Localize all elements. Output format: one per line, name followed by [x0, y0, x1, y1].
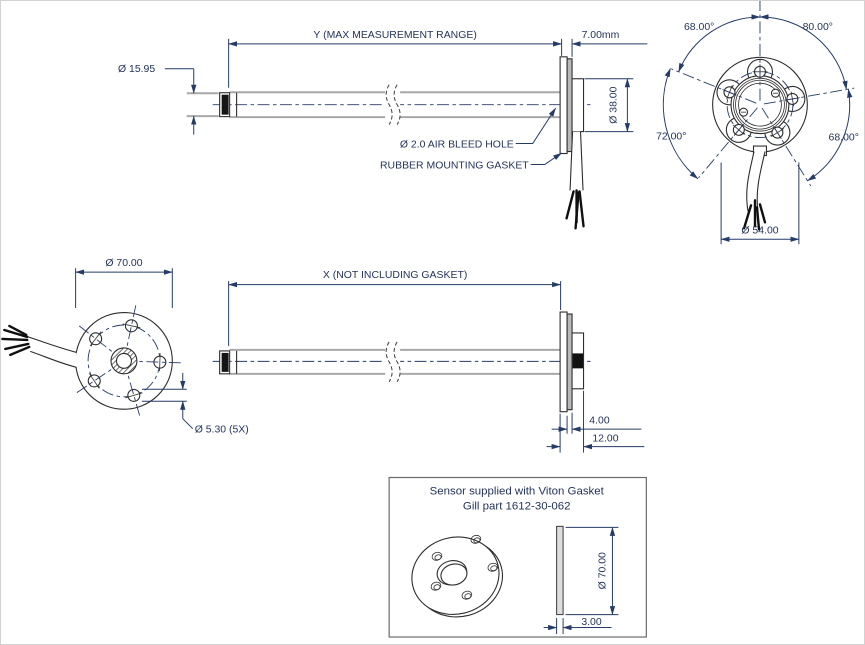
dim-flange-depth: 12.00 [592, 434, 618, 445]
gasket-holes [430, 534, 499, 600]
gasket-note-box: Sensor supplied with Viton Gasket Gill p… [388, 476, 647, 638]
dim-gasket-diameter: Ø 70.00 [597, 552, 608, 589]
dim-flange-thickness: 7.00mm [582, 30, 620, 41]
rubber-gasket [566, 313, 573, 411]
note-line-2: Gill part 1612-30-062 [463, 500, 571, 512]
wire-frayed-end [1, 324, 31, 357]
dim-body-diameter: Ø 38.00 [608, 86, 619, 123]
back-view: Ø 70.00 Ø 5.30 (5X) [1, 258, 249, 436]
dim-angle-right: 68.00° [829, 133, 859, 144]
dim-angle-left: 72.00° [656, 132, 686, 143]
bottom-side-view: X (NOT INCLUDING GASKET) 4.00 12.00 [212, 270, 645, 453]
rubber-gasket [566, 58, 573, 153]
label-rubber-gasket: RUBBER MOUNTING GASKET [380, 160, 529, 171]
dim-angle-top-right: 80.00° [803, 22, 833, 33]
cable-seal [572, 353, 584, 369]
dim-tip-diameter: Ø 15.95 [118, 64, 155, 75]
top-side-view: Ø 15.95 Y (MAX MEASUREMENT RANGE) 7.00mm… [118, 30, 648, 230]
dim-angle-top-left: 68.00° [684, 22, 714, 33]
dim-bolt-circle-diameter: Ø 54.00 [741, 225, 778, 236]
dim-gasket-thickness: 3.00 [581, 617, 602, 628]
gasket-side-view [556, 525, 564, 616]
note-line-1: Sensor supplied with Viton Gasket [430, 485, 605, 497]
dim-hole-diameter: Ø 5.30 (5X) [195, 425, 249, 436]
cable-frayed-end [742, 199, 767, 231]
front-view: 68.00° 80.00° 72.00° 68.00° Ø 54.00 [656, 1, 859, 245]
sensor-body [571, 78, 585, 133]
dim-measurement-range: Y (MAX MEASUREMENT RANGE) [313, 30, 476, 41]
label-air-bleed-hole: Ø 2.0 AIR BLEED HOLE [400, 140, 514, 151]
dim-gasket-outer-diameter: Ø 70.00 [105, 258, 142, 269]
cable-frayed-end [565, 189, 585, 230]
dim-gasket-thickness: 4.00 [589, 416, 610, 427]
gasket-isometric [411, 534, 504, 618]
mounting-flange [559, 56, 568, 155]
dim-length: X (NOT INCLUDING GASKET) [323, 270, 467, 281]
mounting-flange [559, 311, 568, 413]
